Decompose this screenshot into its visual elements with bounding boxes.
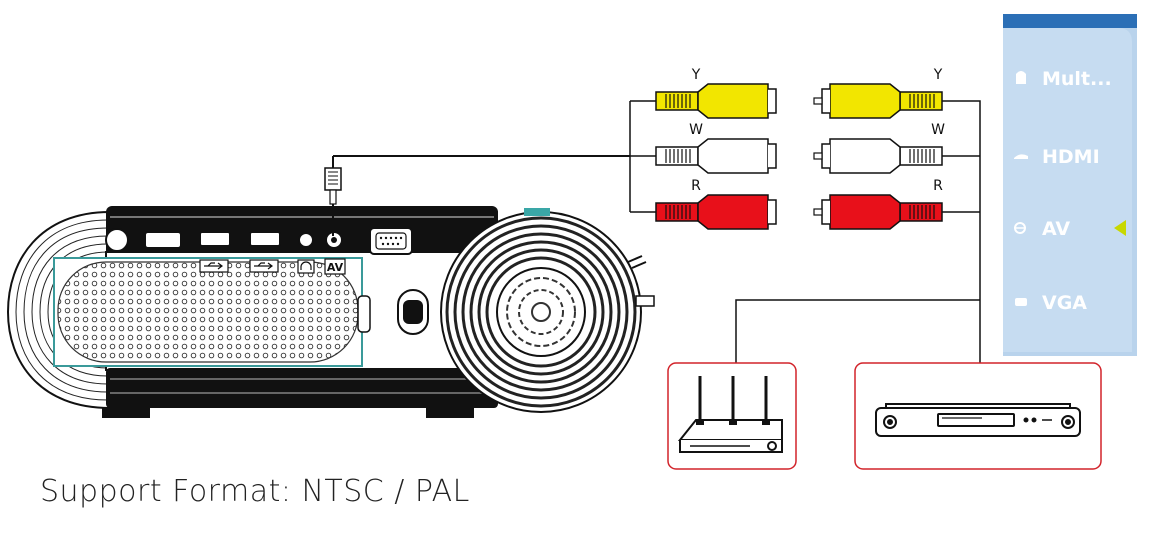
vga-icon [1015,298,1027,306]
left-rca-plug-y: Y [655,67,777,119]
port-row [105,227,413,255]
cable-label: Y [933,67,943,83]
cable-label: R [933,178,943,194]
right-rca-plugs: Y W R [813,67,945,230]
selected-indicator-icon [1114,220,1126,236]
right-rca-plug-w: W [813,122,945,174]
av-icon [1014,222,1026,234]
router-box [667,362,797,470]
right-split-lines [735,100,981,364]
cable-label: R [691,178,701,194]
multimedia-icon [1016,71,1026,84]
left-rca-plug-r: R [655,178,777,230]
headphone-icon [297,259,315,274]
power-button[interactable] [397,289,429,335]
ventilation-grill [58,262,358,362]
usb-port-1[interactable] [199,231,231,247]
cable-label: Y [691,67,701,83]
cable-label: W [931,122,945,138]
vga-port[interactable] [369,227,413,255]
power-port[interactable] [105,228,129,252]
source-menu-label: VGA [1042,292,1087,314]
right-rca-plug-r: R [813,178,943,230]
headphone-port[interactable] [298,232,314,248]
source-menu-label: Mult... [1042,68,1112,90]
usb-icon [199,259,229,273]
usb-port-2[interactable] [249,231,281,247]
left-rca-plugs: Y W R [655,67,777,230]
usb-icon [249,259,279,273]
av-port-label: AV [327,261,344,274]
projector-foot-right [426,408,474,418]
cable-label: W [689,122,703,138]
left-split-lines [629,100,656,213]
source-menu-label: HDMI [1042,146,1100,168]
right-rca-plug-y: Y [813,67,943,119]
av-label-box: AV [324,258,346,275]
router-icon [677,376,783,453]
dvd-player-box [854,362,1102,470]
source-menu-item-mult[interactable]: Mult... [1016,68,1112,90]
source-menu-label: AV [1042,218,1070,240]
source-menu-item-av[interactable]: AV [1014,218,1126,240]
hdmi-icon [1014,154,1028,159]
av-cable-main [324,155,630,236]
hdmi-port[interactable] [144,231,182,249]
projector-foot-left [102,408,150,418]
projector: AV [6,206,655,418]
projector-lens [440,208,655,413]
source-menu-item-vga[interactable]: VGA [1015,292,1087,314]
left-rca-plug-w: W [655,122,777,174]
projector-bottom-band [106,368,498,408]
port-icons: AV [199,258,346,275]
support-format-caption: Support Format: NTSC / PAL [40,474,470,509]
source-menu-item-hdmi[interactable]: HDMI [1014,146,1100,168]
dvd-player-icon [875,403,1081,437]
source-menu: Mult... HDMI AV VGA [1003,14,1137,356]
